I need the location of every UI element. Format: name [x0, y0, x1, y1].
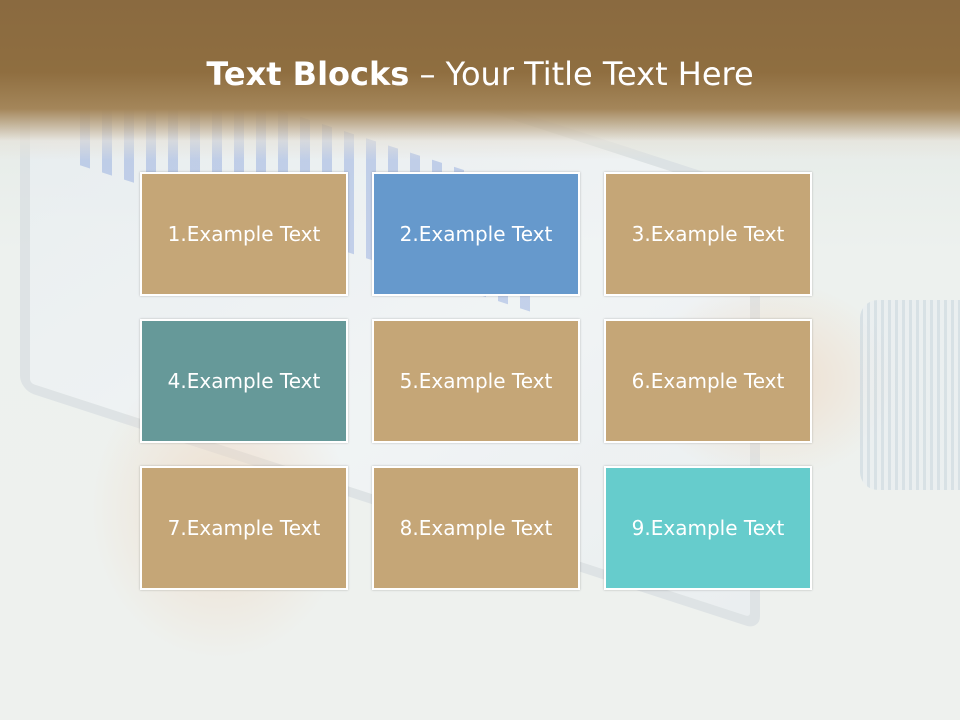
text-block-label: 3.Example Text [631, 222, 785, 246]
text-block-label: 9.Example Text [631, 516, 785, 540]
text-block-label: 7.Example Text [167, 516, 321, 540]
text-block-2[interactable]: 2.Example Text [372, 172, 580, 296]
text-block-5[interactable]: 5.Example Text [372, 319, 580, 443]
text-block-label: 1.Example Text [167, 222, 321, 246]
title-rest: – Your Title Text Here [409, 55, 754, 93]
text-block-label: 6.Example Text [631, 369, 785, 393]
text-block-9[interactable]: 9.Example Text [604, 466, 812, 590]
text-block-7[interactable]: 7.Example Text [140, 466, 348, 590]
text-block-3[interactable]: 3.Example Text [604, 172, 812, 296]
text-block-label: 8.Example Text [399, 516, 553, 540]
text-block-label: 4.Example Text [167, 369, 321, 393]
title-bold: Text Blocks [206, 55, 410, 93]
text-block-label: 5.Example Text [399, 369, 553, 393]
text-block-4[interactable]: 4.Example Text [140, 319, 348, 443]
text-block-1[interactable]: 1.Example Text [140, 172, 348, 296]
text-block-8[interactable]: 8.Example Text [372, 466, 580, 590]
background-sleeve-image [860, 300, 960, 490]
header-band [0, 0, 960, 160]
text-block-6[interactable]: 6.Example Text [604, 319, 812, 443]
slide-title: Text Blocks – Your Title Text Here [0, 52, 960, 96]
text-block-label: 2.Example Text [399, 222, 553, 246]
